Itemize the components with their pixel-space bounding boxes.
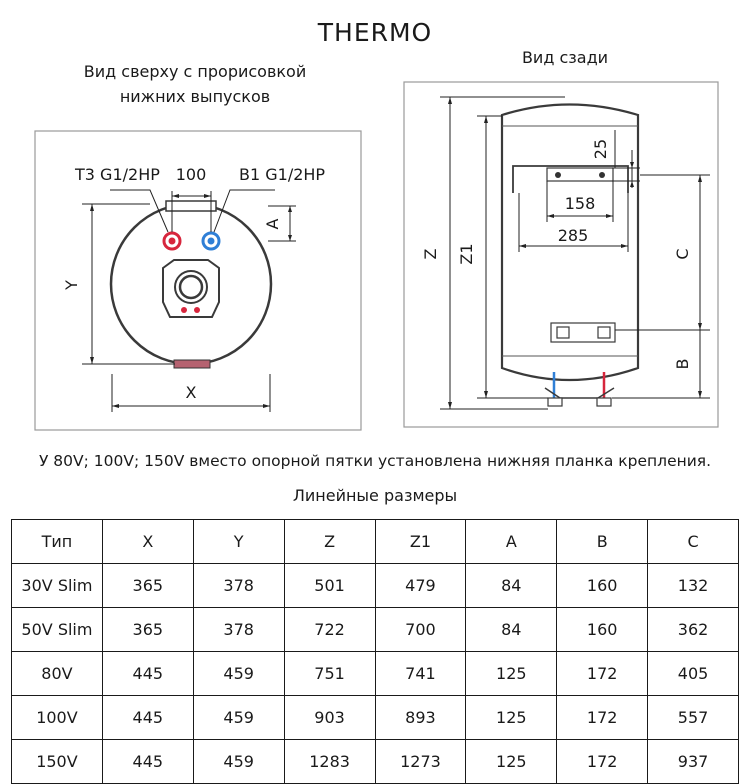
table-cell: 445 <box>101 739 194 784</box>
table-row: 30V Slim 365 378 501 479 84 160 132 <box>11 563 739 608</box>
table-cell: 1283 <box>283 739 376 784</box>
table-cell: 378 <box>192 563 285 608</box>
table-cell: 378 <box>192 607 285 652</box>
table-cell: 172 <box>556 651 649 696</box>
table-cell: 172 <box>556 695 649 740</box>
back-view-caption: Вид сзади <box>521 48 609 67</box>
cold-inlet-icon <box>201 231 221 251</box>
table-cell: 84 <box>465 607 558 652</box>
dim-b-label: B <box>673 359 692 370</box>
table-cell: 445 <box>101 695 194 740</box>
dim-y-label: Y <box>62 280 81 291</box>
table-cell: 84 <box>465 563 558 608</box>
table-cell: 741 <box>374 651 467 696</box>
table-cell: 459 <box>192 651 285 696</box>
table-cell: 459 <box>192 739 285 784</box>
top-view-caption-line1: Вид сверху с прорисовкой <box>83 62 307 81</box>
header-cell: B <box>556 519 649 564</box>
table-cell: 903 <box>283 695 376 740</box>
table-cell: 150V <box>11 739 103 784</box>
table-cell: 751 <box>283 651 376 696</box>
table-cell: 722 <box>283 607 376 652</box>
table-cell: 50V Slim <box>11 607 103 652</box>
table-cell: 160 <box>556 607 649 652</box>
bottom-pipes-icon <box>544 372 615 407</box>
back-view-frame <box>403 81 719 428</box>
dim-z1-label: Z1 <box>457 243 476 264</box>
top-lug <box>165 200 217 212</box>
table-cell: 160 <box>556 563 649 608</box>
table-cell: 501 <box>283 563 376 608</box>
table-cell: 557 <box>647 695 739 740</box>
back-view-drawing: 25 158 285 Z Z1 C B <box>403 81 719 428</box>
table-row: 80V 445 459 751 741 125 172 405 <box>11 651 739 696</box>
table-cell: 125 <box>465 695 558 740</box>
dim-a-label: A <box>263 218 282 229</box>
table-cell: 365 <box>101 563 194 608</box>
table-row: 150V 445 459 1283 1273 125 172 937 <box>11 739 739 784</box>
table-header-row: Тип X Y Z Z1 A B C <box>11 519 739 564</box>
dim-x-label: X <box>186 383 197 402</box>
heater-flange-icon <box>162 259 220 318</box>
table-cell: 459 <box>192 695 285 740</box>
table-cell: 365 <box>101 607 194 652</box>
header-cell: C <box>647 519 739 564</box>
top-view-drawing: T3 G1/2HP 100 B1 G1/2HP A Y X <box>34 130 362 431</box>
table-cell: 405 <box>647 651 739 696</box>
dim-c-label: C <box>673 248 692 259</box>
inlet-label: B1 G1/2HP <box>239 165 325 184</box>
dim-285-label: 285 <box>558 226 589 245</box>
dimensions-table: Тип X Y Z Z1 A B C 30V Slim 365 378 501 … <box>11 519 739 784</box>
hot-outlet-icon <box>162 231 182 251</box>
table-cell: 700 <box>374 607 467 652</box>
table-title: Линейные размеры <box>292 486 458 505</box>
brand-title: THERMO <box>317 18 433 47</box>
table-cell: 125 <box>465 651 558 696</box>
table-row: 100V 445 459 903 893 125 172 557 <box>11 695 739 740</box>
spacing-label: 100 <box>176 165 207 184</box>
bottom-mounting-bracket <box>550 322 616 343</box>
dim-z-label: Z <box>421 248 440 259</box>
table-cell: 893 <box>374 695 467 740</box>
note-text: У 80V; 100V; 150V вместо опорной пятки у… <box>38 452 712 470</box>
dim-158-label: 158 <box>565 194 596 213</box>
header-cell: Тип <box>11 519 103 564</box>
table-cell: 125 <box>465 739 558 784</box>
table-cell: 172 <box>556 739 649 784</box>
dim-25-label: 25 <box>591 139 610 159</box>
header-cell: Z <box>283 519 376 564</box>
table-cell: 479 <box>374 563 467 608</box>
outlet-label: T3 G1/2HP <box>74 165 160 184</box>
table-cell: 100V <box>11 695 103 740</box>
table-cell: 132 <box>647 563 739 608</box>
table-cell: 445 <box>101 651 194 696</box>
top-view-frame <box>34 130 362 431</box>
top-view-caption-line2: нижних выпусков <box>119 87 271 106</box>
table-cell: 30V Slim <box>11 563 103 608</box>
table-cell: 80V <box>11 651 103 696</box>
top-mounting-bracket <box>512 165 629 193</box>
header-cell: A <box>465 519 558 564</box>
header-cell: Z1 <box>374 519 467 564</box>
table-cell: 937 <box>647 739 739 784</box>
table-row: 50V Slim 365 378 722 700 84 160 362 <box>11 607 739 652</box>
table-cell: 1273 <box>374 739 467 784</box>
table-cell: 362 <box>647 607 739 652</box>
header-cell: Y <box>192 519 285 564</box>
header-cell: X <box>101 519 194 564</box>
